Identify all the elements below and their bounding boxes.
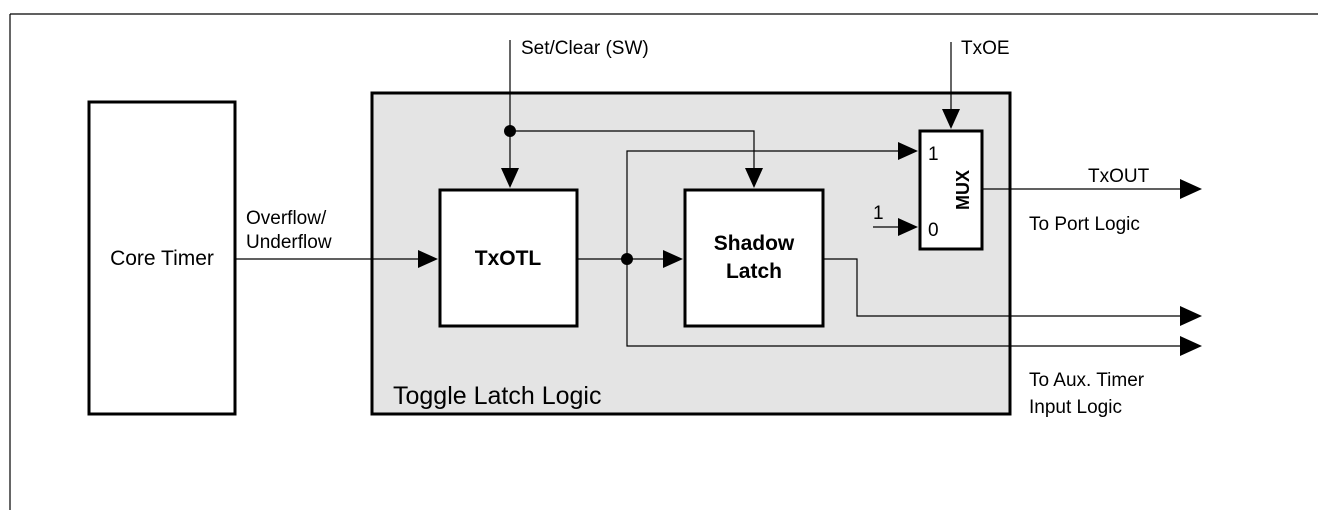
- mux-input-1-wire: [626, 150, 900, 259]
- shadow-latch-label-line1: Shadow: [714, 232, 795, 255]
- to-aux-timer-label-line2: Input Logic: [1029, 397, 1122, 418]
- toggle-latch-logic-label: Toggle Latch Logic: [393, 382, 601, 410]
- shadow-latch-label-line2: Latch: [726, 260, 782, 283]
- aux-timer-arrowhead-2: [1180, 306, 1202, 326]
- mux-input-1-label: 1: [928, 144, 939, 165]
- txotl-block: [438, 188, 579, 328]
- overflow-arrowhead: [418, 250, 438, 268]
- constant-one-label: 1: [873, 203, 884, 224]
- core-timer-label: Core Timer: [110, 247, 214, 270]
- shadow-latch-top-arrowhead: [745, 168, 763, 188]
- txoe-label: TxOE: [961, 38, 1010, 59]
- mux-input-0-arrowhead: [898, 218, 918, 236]
- mux-input-1-arrowhead: [898, 142, 918, 160]
- shadow-latch-input-arrowhead: [663, 250, 683, 268]
- aux-timer-wire-1: [626, 259, 1182, 347]
- txoe-arrowhead: [942, 109, 960, 129]
- to-aux-timer-label-line1: To Aux. Timer: [1029, 370, 1145, 391]
- set-clear-label: Set/Clear (SW): [521, 38, 649, 59]
- mux-input-0-label: 0: [928, 220, 939, 241]
- shadow-latch-block: [683, 188, 825, 328]
- mux-label: MUX: [953, 170, 973, 210]
- mux-block: [918, 129, 984, 251]
- underflow-label: Underflow: [246, 232, 332, 253]
- to-port-logic-label: To Port Logic: [1029, 214, 1140, 235]
- aux-timer-arrowhead-1: [1180, 336, 1202, 356]
- shadow-latch-output-wire: [823, 258, 1182, 317]
- set-clear-arrowhead: [501, 168, 519, 188]
- core-timer-block: [87, 100, 237, 416]
- set-clear-branch-wire: [510, 130, 755, 170]
- overflow-label: Overflow/: [246, 208, 327, 229]
- txotl-label: TxOTL: [475, 247, 542, 270]
- txout-arrowhead: [1180, 179, 1202, 199]
- txout-label: TxOUT: [1088, 166, 1150, 187]
